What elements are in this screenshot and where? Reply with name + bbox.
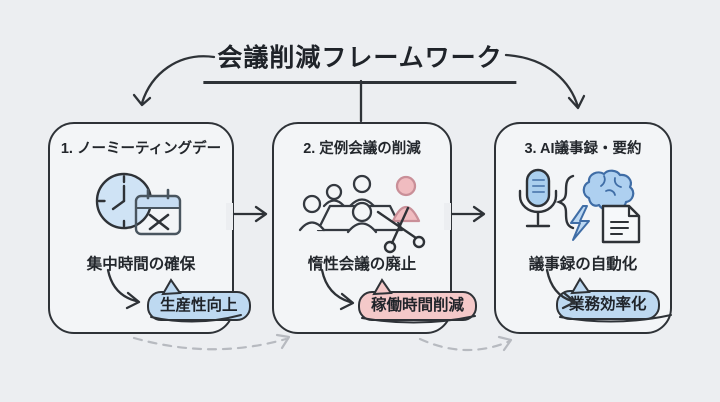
- step-3-caption: 議事録の自動化: [528, 256, 638, 273]
- step-2-benefit-badge: 稼働時間削減: [358, 291, 478, 321]
- meeting-scissors-icon: [290, 166, 434, 259]
- arrow-title-to-step3: [504, 53, 580, 109]
- dashed-arrowhead-1: [275, 333, 291, 350]
- step-3-heading: 3. AI議事録・要約: [524, 141, 642, 157]
- dashed-arrow-step2-to-step3: [418, 337, 512, 352]
- dashed-arrow-step1-to-step2: [132, 336, 288, 351]
- border-gap: [226, 203, 233, 230]
- step-1-benefit-badge: 生産性向上: [147, 291, 251, 321]
- step-2-caption: 惰性会議の廃止: [307, 256, 417, 273]
- step-1-caption: 集中時間の確保: [86, 256, 196, 273]
- clock-calendar-icon: [86, 168, 198, 255]
- dashed-arrowhead-2: [497, 335, 513, 352]
- arrow-step2-to-step3: [450, 205, 486, 223]
- step-3-benefit-badge: 業務効率化: [556, 290, 660, 320]
- step-2-heading: 2. 定例会議の削減: [303, 141, 421, 157]
- arrowhead-step3: [567, 94, 586, 110]
- mic-brain-notes-icon: [511, 164, 651, 257]
- step-1-box: 1. ノーミーティングデー 集中時間の確保: [48, 122, 234, 334]
- step-1-heading: 1. ノーミーティングデー: [60, 141, 222, 157]
- arrowhead-step1: [132, 93, 152, 107]
- diagram-title: 会議削減フレームワーク: [203, 38, 517, 84]
- border-gap: [444, 203, 451, 230]
- arrow-step1-to-step2: [232, 205, 268, 223]
